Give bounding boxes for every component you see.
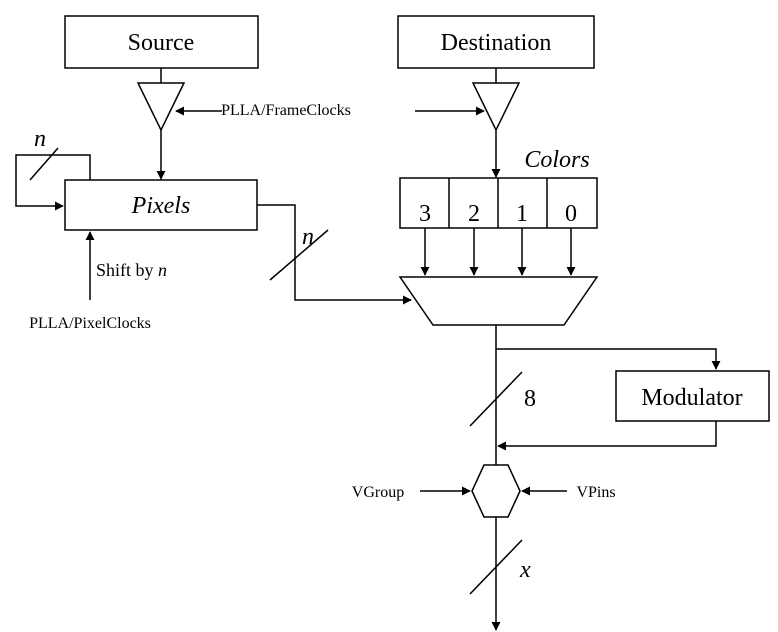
pixels-bus-width: n — [302, 224, 314, 250]
color-multiplexer — [398, 276, 599, 326]
modulator-return-line — [497, 421, 717, 451]
pin-mapper-hexagon — [471, 464, 521, 518]
pixels-to-mux-line — [257, 204, 412, 305]
destination-buffer-icon — [471, 82, 521, 132]
pixel-clocks-label: PLLA/PixelClocks — [29, 315, 151, 332]
feedback-bus-width: n — [34, 126, 46, 152]
output-bus-slash — [469, 539, 523, 595]
pixels-label: Pixels — [131, 193, 191, 219]
shift-prefix: Shift by — [96, 260, 158, 280]
vpins-label: VPins — [576, 484, 615, 501]
mux-out-bus-width: 8 — [524, 386, 536, 412]
mux-out-bus-slash — [469, 371, 523, 427]
source-label: Source — [128, 30, 195, 56]
feedback-bus-slash — [29, 147, 59, 181]
source-block — [64, 15, 259, 69]
colors-label: Colors — [524, 147, 589, 173]
modulator-label: Modulator — [641, 385, 742, 411]
destination-block — [397, 15, 595, 69]
shift-label: Shift by n — [96, 260, 167, 280]
vgroup-label: VGroup — [352, 484, 404, 501]
output-bus-width: x — [519, 557, 531, 583]
frame-clocks-label: PLLA/FrameClocks — [221, 102, 351, 119]
mux-to-modulator-line — [496, 348, 721, 370]
color-cell-3: 3 — [419, 201, 431, 227]
color-cell-1: 1 — [516, 201, 528, 227]
color-cell-0: 0 — [565, 201, 577, 227]
shift-variable: n — [158, 260, 167, 280]
modulator-block — [615, 370, 770, 422]
color-cell-2: 2 — [468, 201, 480, 227]
pixels-feedback-loop — [15, 154, 91, 211]
pixels-bus-slash — [269, 229, 329, 281]
source-buffer-icon — [136, 82, 186, 132]
destination-label: Destination — [441, 30, 552, 56]
